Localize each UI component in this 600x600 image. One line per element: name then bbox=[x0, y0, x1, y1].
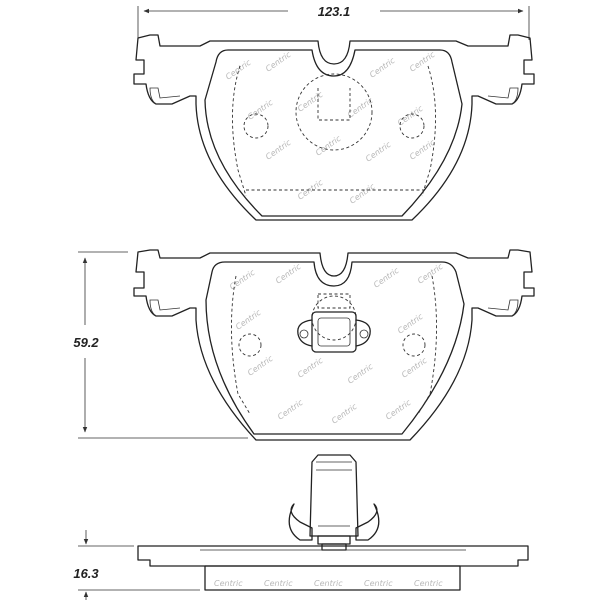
friction-material-top: Centric Centric Centric Centric Centric … bbox=[204, 49, 463, 217]
thickness-dimension: 16.3 bbox=[73, 530, 200, 600]
watermark-text: Centric bbox=[364, 579, 393, 588]
pad-backing-plate-top bbox=[133, 34, 535, 221]
wear-sensor-clip bbox=[297, 311, 371, 353]
friction-material-middle: Centric Centric Centric Centric Centric … bbox=[205, 261, 465, 435]
thickness-dimension-label: 16.3 bbox=[73, 566, 99, 581]
watermark-pattern-bottom: Centric Centric Centric Centric Centric bbox=[214, 579, 443, 588]
watermark-text: Centric bbox=[400, 356, 429, 380]
watermark-text: Centric bbox=[264, 50, 293, 74]
height-dimension: 59.2 bbox=[73, 251, 248, 439]
watermark-text: Centric bbox=[224, 58, 253, 82]
watermark-text: Centric bbox=[346, 362, 375, 386]
pad-side-view: Centric Centric Centric Centric Centric bbox=[137, 454, 529, 591]
watermark-text: Centric bbox=[276, 398, 305, 422]
watermark-text: Centric bbox=[364, 140, 393, 164]
watermark-text: Centric bbox=[296, 90, 325, 114]
watermark-text: Centric bbox=[234, 308, 263, 332]
watermark-text: Centric bbox=[246, 98, 275, 122]
watermark-text: Centric bbox=[396, 312, 425, 336]
watermark-text: Centric bbox=[330, 402, 359, 426]
watermark-text: Centric bbox=[348, 182, 377, 206]
watermark-text: Centric bbox=[414, 579, 443, 588]
watermark-text: Centric bbox=[384, 398, 413, 422]
height-dimension-label: 59.2 bbox=[73, 335, 99, 350]
watermark-text: Centric bbox=[296, 356, 325, 380]
watermark-text: Centric bbox=[314, 579, 343, 588]
watermark-text: Centric bbox=[246, 354, 275, 378]
watermark-text: Centric bbox=[274, 262, 303, 286]
watermark-text: Centric bbox=[408, 138, 437, 162]
watermark-text: Centric bbox=[264, 579, 293, 588]
width-dimension: 123.1 bbox=[137, 4, 530, 40]
watermark-text: Centric bbox=[368, 56, 397, 80]
width-dimension-label: 123.1 bbox=[318, 4, 351, 19]
pad-backing-plate-middle bbox=[133, 249, 535, 441]
watermark-text: Centric bbox=[264, 138, 293, 162]
watermark-text: Centric bbox=[408, 50, 437, 74]
watermark-text: Centric bbox=[314, 134, 343, 158]
watermark-text: Centric bbox=[416, 262, 445, 286]
watermark-text: Centric bbox=[296, 178, 325, 202]
watermark-text: Centric bbox=[228, 268, 257, 292]
watermark-text: Centric bbox=[214, 579, 243, 588]
watermark-pattern-top: Centric Centric Centric Centric Centric … bbox=[224, 50, 437, 206]
watermark-text: Centric bbox=[372, 266, 401, 290]
